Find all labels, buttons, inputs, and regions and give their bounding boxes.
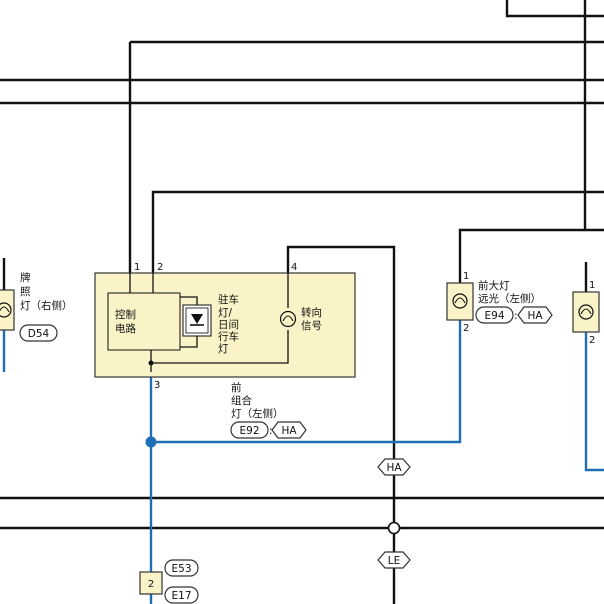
license-lamp-label-2: 照: [20, 286, 31, 298]
headlamp-high-beam: 1 2 前大灯 远光（左侧） E94 : HA: [446, 271, 553, 334]
connector-separator-2: :: [514, 310, 518, 322]
right-pin-1: 1: [589, 280, 595, 291]
front-combo-label-1: 前: [231, 381, 242, 394]
pin-2-label: 2: [157, 262, 163, 273]
harness-tag-lower-label: LE: [388, 555, 400, 567]
connector-d54-label: D54: [28, 328, 50, 340]
position-lamp-label-4: 行车: [218, 330, 239, 343]
front-combo-label-3: 灯（左侧）: [231, 407, 284, 420]
ground-connector: 2 E53 E17: [139, 559, 199, 604]
license-lamp-label-3: 灯（右侧）: [20, 299, 73, 312]
led-diode-icon: [182, 304, 212, 337]
control-circuit-label-1: 控制: [115, 308, 136, 321]
control-circuit-label-2: 电路: [115, 322, 136, 335]
ground-connector-box: [139, 571, 163, 595]
wire-top-right-corner: [505, 0, 604, 18]
right-partial-box: [572, 291, 600, 333]
connector-e92-label: E92: [240, 425, 260, 437]
control-circuit-box: [107, 292, 181, 351]
license-lamp: 牌 照 灯（右侧） D54: [0, 271, 73, 342]
pin-1-label: 1: [134, 262, 140, 273]
position-lamp-label-2: 灯/: [218, 307, 232, 319]
headlamp-harness-label: HA: [527, 310, 543, 322]
blue-wires: [2, 320, 604, 604]
bulb-icon: [279, 310, 297, 328]
headlamp-label-2: 远光（左侧）: [478, 292, 541, 305]
wire-headlamp-return: [151, 320, 462, 444]
position-lamp-label-3: 日间: [218, 318, 239, 331]
pin-4-label: 4: [291, 262, 297, 273]
license-bulb-icon: [0, 302, 12, 318]
wire-turn-signal: [286, 245, 396, 604]
headlamp-label-1: 前大灯: [478, 279, 510, 292]
connector-e94-badge: [475, 306, 514, 324]
position-lamp-label-5: 灯: [218, 343, 229, 355]
license-lamp-label-1: 牌: [20, 271, 31, 284]
right-pin-2: 2: [589, 335, 595, 346]
front-combo-lamp: 1 2 4 3 控制 电路 驻车 灯/ 日间 行车 灯: [94, 262, 356, 439]
harness-ha-badge: [271, 421, 307, 439]
connector-e17-badge: [164, 586, 199, 604]
connector-e94-label: E94: [485, 310, 505, 322]
connector-e17-label: E17: [172, 590, 192, 602]
pin-3-label: 3: [154, 380, 160, 391]
ground-connector-pin: 2: [148, 579, 154, 590]
wire-headlamp-feed: [458, 228, 604, 283]
connector-separator: :: [269, 425, 273, 437]
position-lamp-label-1: 驻车: [218, 293, 239, 306]
internal-wire-turn-bottom: [151, 330, 289, 364]
harness-tag-lower: LE: [377, 551, 411, 569]
wire-right-return: [584, 332, 604, 472]
connector-e53-badge: [164, 559, 199, 577]
headlamp-pin-1: 1: [463, 271, 469, 282]
front-combo-label-2: 组合: [231, 394, 252, 407]
headlamp-harness-badge: [517, 306, 553, 324]
junction-blue: [145, 436, 157, 448]
turn-signal-label-1: 转向: [301, 306, 322, 319]
harness-ha-label: HA: [281, 425, 297, 437]
harness-tag-upper-label: HA: [386, 462, 402, 474]
headlamp-bulb-icon: [452, 293, 468, 309]
connector-d54-badge: [19, 324, 58, 342]
connector-e92-badge: [230, 421, 269, 439]
turn-signal-label-2: 信号: [301, 320, 322, 332]
connector-e53-label: E53: [172, 563, 192, 575]
headlamp-pin-2: 2: [463, 323, 469, 334]
junction-black-open: [387, 521, 401, 535]
front-combo-lamp-box: [94, 272, 356, 378]
right-bulb-icon: [578, 304, 594, 320]
right-partial-component: 1 2: [572, 280, 600, 346]
harness-tag-upper: HA: [377, 458, 411, 476]
wire-pin2-feed: [151, 190, 604, 273]
